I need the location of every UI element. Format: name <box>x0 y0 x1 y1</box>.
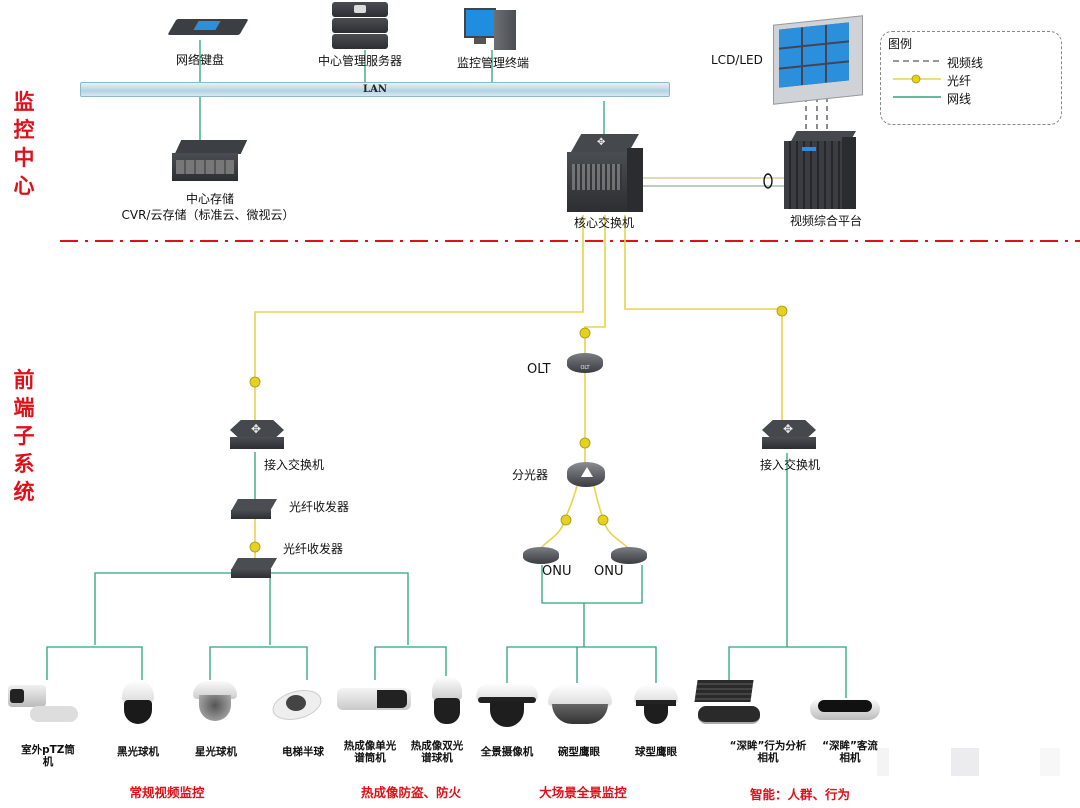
label-network-keyboard: 网络键盘 <box>175 53 225 67</box>
label-camera-thermal-dome: 热成像双光谱球机 <box>410 740 464 764</box>
onu-2-icon <box>611 547 647 565</box>
label-camera-ptz-bullet: 室外pTZ筒机 <box>21 744 75 768</box>
central-storage-icon <box>172 140 248 182</box>
cable-bundle-icon <box>763 173 773 189</box>
dome-eagle-eye-camera-icon <box>632 684 680 726</box>
label-optical-splitter: 分光器 <box>512 468 549 482</box>
fiber-core-left <box>254 215 584 420</box>
thermal-dome-camera-icon <box>430 676 464 728</box>
label-onu-2: ONU <box>594 564 624 579</box>
panoramic-camera-icon <box>476 683 538 729</box>
label-camera-dome-eagle-eye: 球型鹰眼 <box>635 746 677 758</box>
label-fiber-transceiver-2: 光纤收发器 <box>283 542 344 556</box>
label-camera-bowl-eagle-eye: 碗型鹰眼 <box>558 746 600 758</box>
label-fiber-transceiver-1: 光纤收发器 <box>289 500 350 514</box>
olt-icon: OLT <box>567 353 603 375</box>
elevator-dome-camera-icon <box>269 685 325 725</box>
network-keyboard-icon <box>167 15 249 39</box>
starlight-dome-camera-icon <box>193 681 237 725</box>
blacklight-dome-camera-icon <box>120 680 156 728</box>
label-camera-behavior-analysis: “深眸”行为分析相机 <box>729 740 807 764</box>
label-access-switch-left: 接入交换机 <box>264 458 325 472</box>
video-platform-icon <box>784 131 856 211</box>
ptz-bullet-camera-icon <box>8 682 78 728</box>
display-wall-icon <box>773 14 863 105</box>
link-transceiver-cameras <box>94 572 409 645</box>
label-camera-starlight-dome: 星光球机 <box>195 746 237 758</box>
label-core-switch: 核心交换机 <box>573 216 635 230</box>
management-terminal-icon <box>464 8 520 54</box>
category-thermal-fire-theft: 热成像防盗、防火 <box>360 785 462 800</box>
label-camera-elevator-dome: 电梯半球 <box>282 746 324 758</box>
bowl-eagle-eye-camera-icon <box>546 684 614 728</box>
label-camera-thermal-bullet: 热成像单光谱筒机 <box>343 740 397 764</box>
lan-bus: LAN <box>80 82 670 97</box>
fiber-core-olt <box>584 215 606 355</box>
fiber-transceiver-2-icon <box>231 558 277 580</box>
optical-splitter-icon <box>567 462 605 488</box>
label-olt: OLT <box>527 362 551 377</box>
access-switch-left-icon: ✥ <box>230 420 284 452</box>
management-server-icon <box>332 2 388 50</box>
label-camera-blacklight-dome: 黑光球机 <box>117 746 159 758</box>
label-central-storage: 中心存储 <box>185 192 235 206</box>
category-intelligent-crowd-behavior: 智能：人群、行为 <box>749 787 851 802</box>
label-management-server: 中心管理服务器 <box>317 54 403 68</box>
fiber-core-right <box>624 215 783 425</box>
behavior-analysis-camera-icon <box>694 680 762 724</box>
label-camera-passenger-flow: “深眸”客流相机 <box>822 740 878 764</box>
category-panoramic-monitoring: 大场景全景监控 <box>539 785 627 800</box>
watermark-fragment <box>877 748 889 776</box>
core-switch-icon: ✥ <box>567 134 643 216</box>
fiber-transceiver-1-icon <box>231 499 277 521</box>
passenger-flow-camera-icon <box>810 698 880 720</box>
legend-title: 图例 <box>888 37 913 51</box>
label-video-platform: 视频综合平台 <box>789 214 863 228</box>
watermark-fragment <box>951 748 979 776</box>
onu-1-icon <box>523 547 559 565</box>
label-onu-1: ONU <box>542 564 572 579</box>
thermal-bullet-camera-icon <box>337 684 411 720</box>
label-camera-panoramic: 全景摄像机 <box>480 746 534 758</box>
section-label-monitoring-center: 监控中心 <box>13 90 35 198</box>
label-access-switch-right: 接入交换机 <box>759 458 821 472</box>
label-cvr-cloud-storage: CVR/云存储（标准云、微视云） <box>121 208 295 222</box>
label-management-terminal: 监控管理终端 <box>456 56 530 70</box>
category-regular-monitoring: 常规视频监控 <box>129 785 205 800</box>
label-display-wall: LCD/LED <box>711 53 763 67</box>
watermark-fragment <box>1040 748 1060 776</box>
legend: 图例 视频线 光纤 网线 <box>880 31 1062 125</box>
fiber-connectors <box>249 305 788 553</box>
access-switch-right-icon: ✥ <box>762 420 816 452</box>
section-label-front-end: 前端子系统 <box>13 368 35 504</box>
